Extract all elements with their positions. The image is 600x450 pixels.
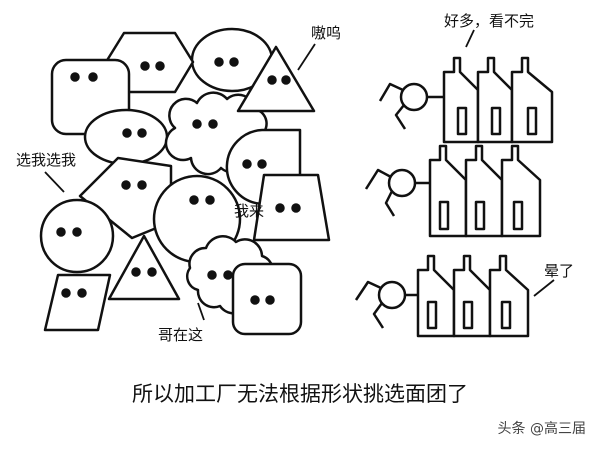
dough-parallelogram [43, 273, 112, 332]
pointer-lines [44, 29, 555, 321]
dough-pentagon [78, 156, 173, 240]
label-aow: 嗷呜 [311, 24, 341, 42]
dough-oval-mid [83, 108, 169, 166]
factory-row-3 [354, 254, 530, 338]
dough-triangle-mid [107, 234, 181, 301]
factory-row-1 [378, 56, 554, 144]
robot-arm-1 [378, 82, 444, 130]
caption: 所以加工厂无法根据形状挑选面团了 [132, 382, 468, 406]
factory-row-2 [364, 144, 542, 238]
dough-circle-left [39, 198, 115, 274]
label-too-many: 好多，看不完 [444, 12, 534, 30]
robot-arm-2 [364, 168, 430, 217]
label-bro-here: 哥在这 [158, 326, 203, 344]
label-dizzy: 晕了 [544, 262, 574, 280]
robot-arm-3 [354, 280, 418, 329]
dough-triangle-top [236, 45, 316, 113]
label-pick-me: 选我选我 [16, 151, 76, 169]
watermark: 头条 @高三届 [497, 421, 586, 437]
label-me-coming: 我来 [234, 202, 264, 220]
dough-rounded-square-bottom [231, 262, 303, 336]
dough-trapezoid [252, 173, 331, 242]
